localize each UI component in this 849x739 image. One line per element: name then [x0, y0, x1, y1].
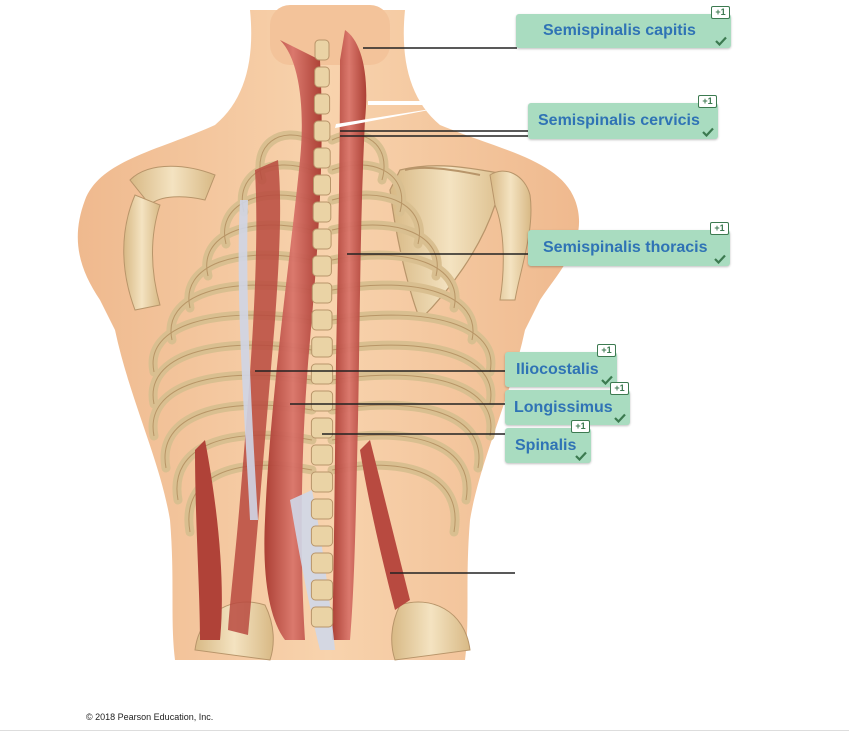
vertebra: [310, 525, 334, 547]
vertebra: [313, 93, 331, 115]
check-icon: [614, 413, 626, 423]
check-icon: [715, 36, 727, 46]
bottom-divider: [0, 730, 849, 731]
label-text: Iliocostalis: [516, 360, 599, 378]
rib: [331, 464, 456, 533]
rib: [331, 404, 480, 469]
vertebra: [310, 579, 334, 601]
pointer-bar: [368, 101, 428, 105]
leader-lines: [255, 47, 528, 574]
rib: [331, 284, 474, 341]
pointer-wedge: [335, 106, 450, 128]
rib: [152, 314, 313, 373]
points-badge: +1: [711, 6, 730, 19]
vertebra: [314, 66, 330, 88]
rib: [206, 224, 313, 277]
vertebra: [310, 471, 334, 493]
vertebra: [310, 552, 334, 574]
vertebra: [314, 39, 330, 61]
rib: [170, 284, 313, 341]
vertebra: [313, 174, 331, 196]
points-badge: +1: [571, 420, 590, 433]
vertebra: [313, 147, 331, 169]
label-semispinalis-thoracis[interactable]: Semispinalis thoracis +1: [528, 222, 730, 266]
left-shoulder-bones: [123, 165, 216, 311]
vertebra: [312, 228, 332, 250]
label-text: Semispinalis thoracis: [543, 239, 708, 256]
vertebral-column: [310, 39, 334, 628]
vertebra: [311, 336, 333, 358]
rib: [152, 344, 313, 405]
vertebra: [310, 498, 334, 520]
vertebra: [310, 363, 334, 385]
vertebra: [311, 282, 333, 304]
rib: [331, 344, 492, 405]
rib: [331, 374, 492, 437]
label-text: Semispinalis cervicis: [538, 112, 700, 129]
rib: [331, 434, 468, 501]
vertebra: [313, 120, 331, 142]
rib: [188, 254, 313, 309]
label-semispinalis-capitis[interactable]: Semispinalis capitis +1: [516, 6, 731, 48]
points-badge: +1: [698, 95, 717, 108]
label-text: Longissimus: [514, 398, 613, 416]
vertebra: [312, 201, 332, 223]
label-iliocostalis[interactable]: Iliocostalis +1: [505, 344, 617, 387]
label-text: Spinalis: [515, 436, 577, 454]
label-text: Semispinalis capitis: [543, 22, 696, 39]
check-icon: [601, 375, 613, 385]
neck: [270, 5, 390, 65]
vertebra: [310, 390, 334, 412]
vertebra: [310, 444, 334, 466]
check-icon: [702, 127, 714, 137]
points-badge: +1: [610, 382, 629, 395]
points-badge: +1: [710, 222, 729, 235]
points-badge: +1: [597, 344, 616, 357]
rib: [331, 314, 492, 373]
vertebra: [312, 255, 332, 277]
vertebra: [310, 606, 334, 628]
label-longissimus[interactable]: Longissimus +1: [505, 382, 630, 425]
label-spinalis[interactable]: Spinalis +1: [505, 420, 591, 463]
check-icon: [575, 451, 587, 461]
copyright-notice: © 2018 Pearson Education, Inc.: [86, 712, 214, 722]
label-semispinalis-cervicis[interactable]: Semispinalis cervicis +1: [528, 95, 718, 139]
right-scapula: [389, 165, 532, 322]
check-icon: [714, 254, 726, 264]
erector-spinae-group: [195, 30, 410, 650]
vertebra: [311, 309, 333, 331]
vertebra: [310, 417, 334, 439]
